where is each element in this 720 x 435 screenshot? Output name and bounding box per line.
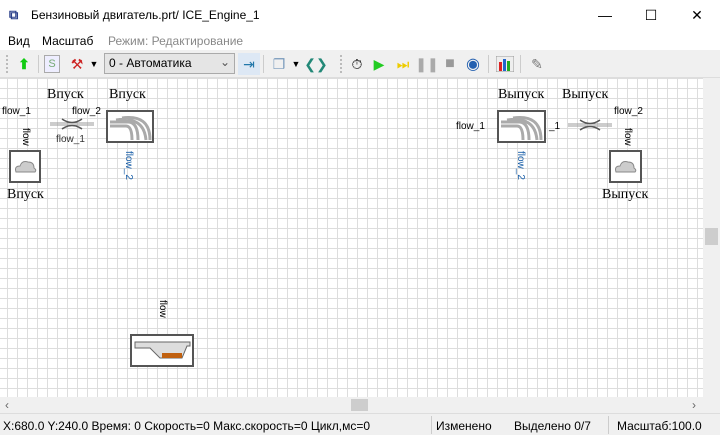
status-modified: Изменено xyxy=(436,419,492,433)
exhaust-restrictor[interactable] xyxy=(568,119,612,131)
chevron-down-icon[interactable]: ▼ xyxy=(291,59,301,69)
fuel-tank[interactable] xyxy=(130,334,194,367)
tools-icon[interactable]: ⚒ xyxy=(70,55,84,72)
status-bar: X:680.0 Y:240.0 Время: 0 Скорость=0 Макс… xyxy=(0,413,720,435)
port-label: flow_1 xyxy=(2,106,31,117)
exhaust-restrictor-label: Выпуск xyxy=(562,87,609,102)
pause-icon[interactable]: ❚❚ xyxy=(415,55,439,72)
port-label: flow xyxy=(20,128,31,146)
status-zoom: Масштаб:100.0 xyxy=(617,419,702,433)
scroll-left-icon[interactable]: ‹ xyxy=(5,398,9,412)
maximize-button[interactable]: ☐ xyxy=(644,7,658,23)
clock-icon[interactable]: ◉ xyxy=(466,56,480,73)
port-label: flow xyxy=(622,128,633,146)
refresh-icon[interactable]: ❮❯ xyxy=(304,55,328,72)
exhaust-sink-label: Выпуск xyxy=(602,187,649,202)
exhaust-manifold[interactable] xyxy=(497,110,546,143)
mode-select-value: 0 - Автоматика xyxy=(109,56,192,70)
exhaust-manifold-label: Выпуск xyxy=(498,87,545,102)
intake-manifold-label: Впуск xyxy=(109,87,146,102)
port-label: flow_2 xyxy=(614,106,643,117)
timer-icon[interactable]: ⏱ xyxy=(351,55,363,72)
exhaust-sink[interactable] xyxy=(609,150,642,183)
horizontal-scroll-thumb[interactable] xyxy=(351,399,368,411)
intake-restrictor-label: Впуск xyxy=(47,87,84,102)
status-selected: Выделено 0/7 xyxy=(514,419,591,433)
scroll-right-icon[interactable]: › xyxy=(692,398,696,412)
title-bar: ⧉ Бензиновый двигатель.prt/ ICE_Engine_1… xyxy=(0,0,720,32)
status-coords: X:680.0 Y:240.0 Время: 0 Скорость=0 Макс… xyxy=(3,419,371,433)
app-logo-icon: ⧉ xyxy=(9,7,19,22)
port-label: flow_2 xyxy=(515,151,526,180)
step-into-icon[interactable]: ⇥ xyxy=(238,53,260,75)
vertical-scroll-thumb[interactable] xyxy=(705,228,718,245)
port-label: flow_2 xyxy=(72,106,101,117)
vertical-scrollbar[interactable] xyxy=(703,78,720,413)
mode-select[interactable]: 0 - Автоматика ⌄ xyxy=(104,53,235,74)
stop-icon[interactable]: ■ xyxy=(445,55,455,72)
port-label: flow_1 xyxy=(456,121,485,132)
chevron-down-icon: ⌄ xyxy=(219,55,230,69)
port-label: flow_1 xyxy=(56,134,85,145)
mode-indicator: Режим: Редактирование xyxy=(108,34,244,48)
close-button[interactable]: ✕ xyxy=(691,7,703,23)
play-icon[interactable]: ▶ xyxy=(373,55,385,72)
intake-manifold[interactable] xyxy=(106,110,154,143)
step-forward-icon[interactable]: ⏭ xyxy=(396,55,410,72)
port-label: _1 xyxy=(549,121,561,132)
window-title: Бензиновый двигатель.prt/ ICE_Engine_1 xyxy=(31,8,260,22)
chart-icon[interactable] xyxy=(494,53,516,75)
intake-source[interactable] xyxy=(9,150,41,183)
layers-icon[interactable]: ❐ xyxy=(272,55,286,72)
minimize-button[interactable]: — xyxy=(598,7,612,23)
horizontal-scrollbar[interactable]: ‹ › xyxy=(0,397,703,413)
diagram-canvas[interactable]: Впуск Впуск flow_1 flow flow_1 flow_2 fl… xyxy=(0,78,703,397)
menu-view[interactable]: Вид xyxy=(8,34,30,48)
up-level-arrow-icon[interactable]: ⬆ xyxy=(18,55,30,72)
menu-zoom[interactable]: Масштаб xyxy=(42,34,94,48)
port-label: flow_2 xyxy=(123,151,134,180)
edit-table-icon[interactable]: ✎ xyxy=(531,55,543,72)
intake-source-label: Впуск xyxy=(7,187,44,202)
intake-restrictor[interactable] xyxy=(50,118,94,130)
chevron-down-icon[interactable]: ▼ xyxy=(89,59,99,69)
script-icon[interactable]: S xyxy=(44,55,60,73)
port-label: flow xyxy=(157,300,168,318)
